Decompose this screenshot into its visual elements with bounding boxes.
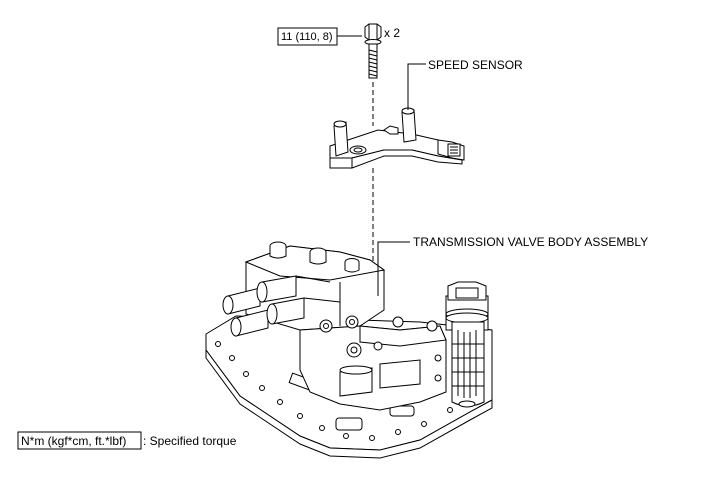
- legend-box: [17, 431, 142, 450]
- valve-body-leader-line: [377, 241, 410, 296]
- transmission-valve-body: [205, 241, 493, 459]
- valve-body-label: TRANSMISSION VALVE BODY ASSEMBLY: [413, 235, 648, 249]
- speed-sensor-leader-line: [407, 63, 426, 110]
- bolt-quantity: x 2: [384, 26, 400, 40]
- bolt: [364, 23, 382, 79]
- legend-units: N*m (kgf*cm, ft.*lbf): [21, 434, 126, 448]
- speed-sensor-label: SPEED SENSOR: [428, 58, 523, 72]
- speed-sensor: [329, 107, 465, 169]
- torque-legend: N*m (kgf*cm, ft.*lbf) : Specified torque: [17, 431, 237, 450]
- legend-description: : Specified torque: [143, 434, 237, 448]
- torque-callout: 11 (110, 8) x 2: [277, 26, 400, 46]
- torque-value: 11 (110, 8): [281, 31, 333, 43]
